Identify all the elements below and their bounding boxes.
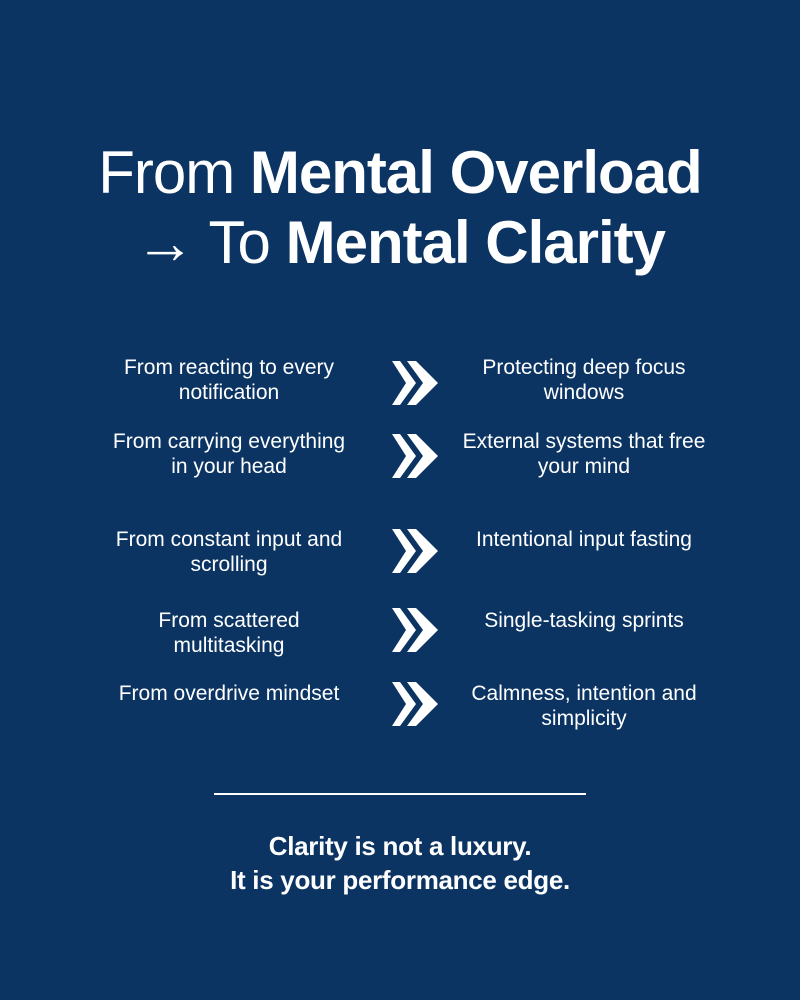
to-text: Single-tasking sprints <box>484 609 684 632</box>
title-line-1: From Mental Overload <box>0 138 800 208</box>
to-text: Calmness, intention and simplicity <box>471 682 697 730</box>
from-text: From carrying everything in your head <box>112 430 346 478</box>
double-chevron-right-icon <box>392 529 438 573</box>
closing-line-1: Clarity is not a luxury. <box>268 831 532 861</box>
title-line-1-light: From <box>98 139 235 206</box>
divider <box>214 793 586 795</box>
from-text: From scattered multitasking <box>158 609 300 657</box>
to-text: External systems that free your mind <box>462 430 706 478</box>
double-chevron-right-icon <box>392 682 438 726</box>
title-line-2-bold: Mental Clarity <box>285 209 666 276</box>
double-chevron-right-icon <box>392 361 438 405</box>
title-line-1-bold: Mental Overload <box>249 139 703 206</box>
closing-statement: Clarity is not a luxury. It is your perf… <box>0 829 800 897</box>
page-title: From Mental Overload → To Mental Clarity <box>0 138 800 278</box>
title-line-2-light: → To <box>134 209 271 276</box>
closing-line-2: It is your performance edge. <box>230 865 570 895</box>
double-chevron-right-icon <box>392 434 438 478</box>
title-line-2: → To Mental Clarity <box>0 208 800 278</box>
from-text: From overdrive mindset <box>118 682 340 705</box>
to-text: Protecting deep focus windows <box>482 356 686 404</box>
from-text: From reacting to every notification <box>123 356 335 404</box>
to-text: Intentional input fasting <box>476 528 692 551</box>
from-text: From constant input and scrolling <box>115 528 343 576</box>
double-chevron-right-icon <box>392 608 438 652</box>
